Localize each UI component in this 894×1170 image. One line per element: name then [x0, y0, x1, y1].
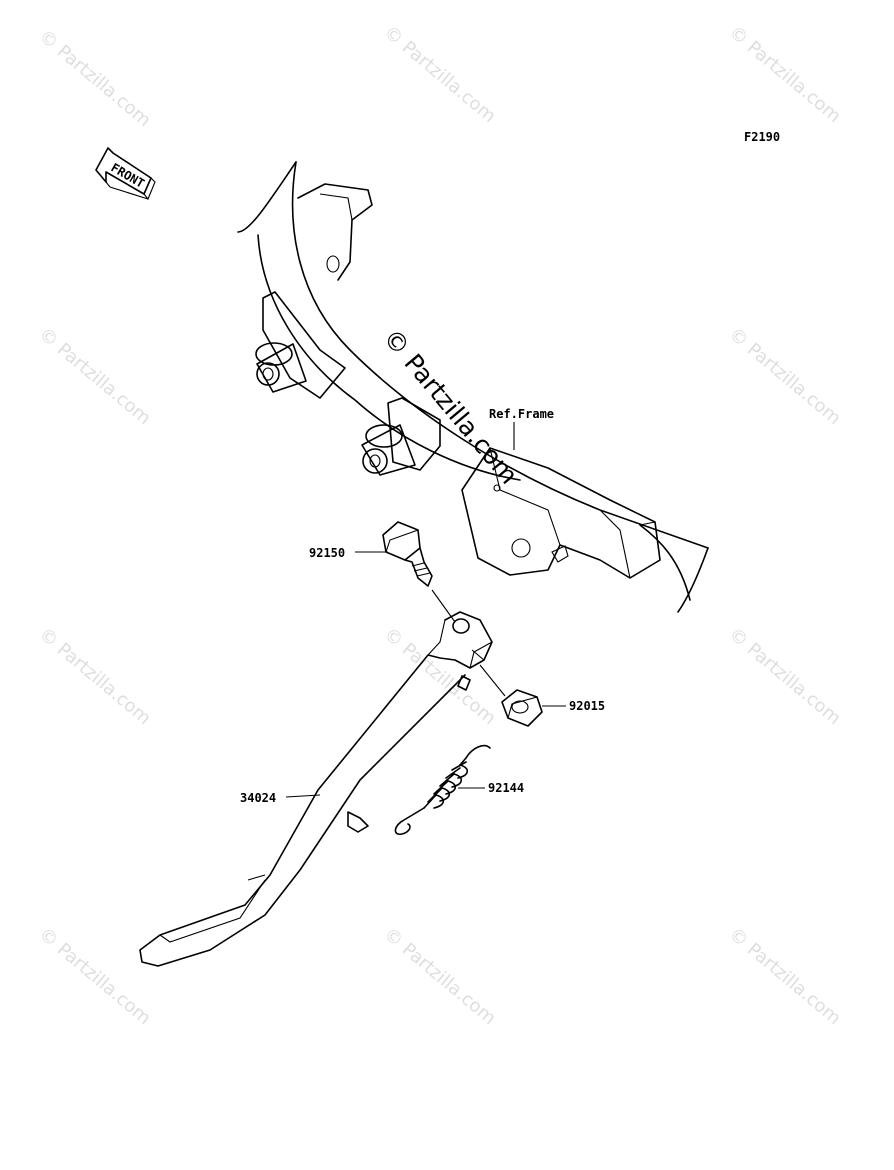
- watermark: © Partzilla.com: [35, 26, 155, 131]
- watermark: © Partzilla.com: [35, 324, 155, 429]
- nut-92015: [501, 689, 543, 727]
- watermark: © Partzilla.com: [35, 624, 155, 729]
- callout-34024: 34024: [240, 791, 276, 805]
- watermark: © Partzilla.com: [725, 22, 845, 127]
- callout-92015: 92015: [569, 699, 605, 713]
- bolt-92150: [382, 521, 433, 587]
- frame-drawing: [237, 161, 709, 613]
- watermark: © Partzilla.com: [725, 324, 845, 429]
- spring-92144: [394, 744, 491, 835]
- diagram-code: F2190: [744, 130, 780, 144]
- watermark: © Partzilla.com: [35, 924, 155, 1029]
- watermark: © Partzilla.com: [380, 624, 500, 729]
- leader-nut-axis: [479, 664, 506, 697]
- watermark: © Partzilla.com: [380, 924, 500, 1029]
- watermark: © Partzilla.com: [725, 624, 845, 729]
- watermark: © Partzilla.com: [380, 22, 500, 127]
- front-arrow-icon: FRONT: [95, 147, 156, 201]
- callout-92150: 92150: [309, 546, 345, 560]
- callout-92144: 92144: [488, 781, 524, 795]
- leader-34024: [285, 794, 321, 798]
- callout-ref-frame: Ref.Frame: [489, 407, 554, 421]
- front-arrow-label: FRONT: [109, 160, 147, 190]
- watermark-grid: © Partzilla.com © Partzilla.com © Partzi…: [35, 22, 845, 1029]
- watermark: © Partzilla.com: [725, 924, 845, 1029]
- side-stand-34024: [139, 611, 493, 967]
